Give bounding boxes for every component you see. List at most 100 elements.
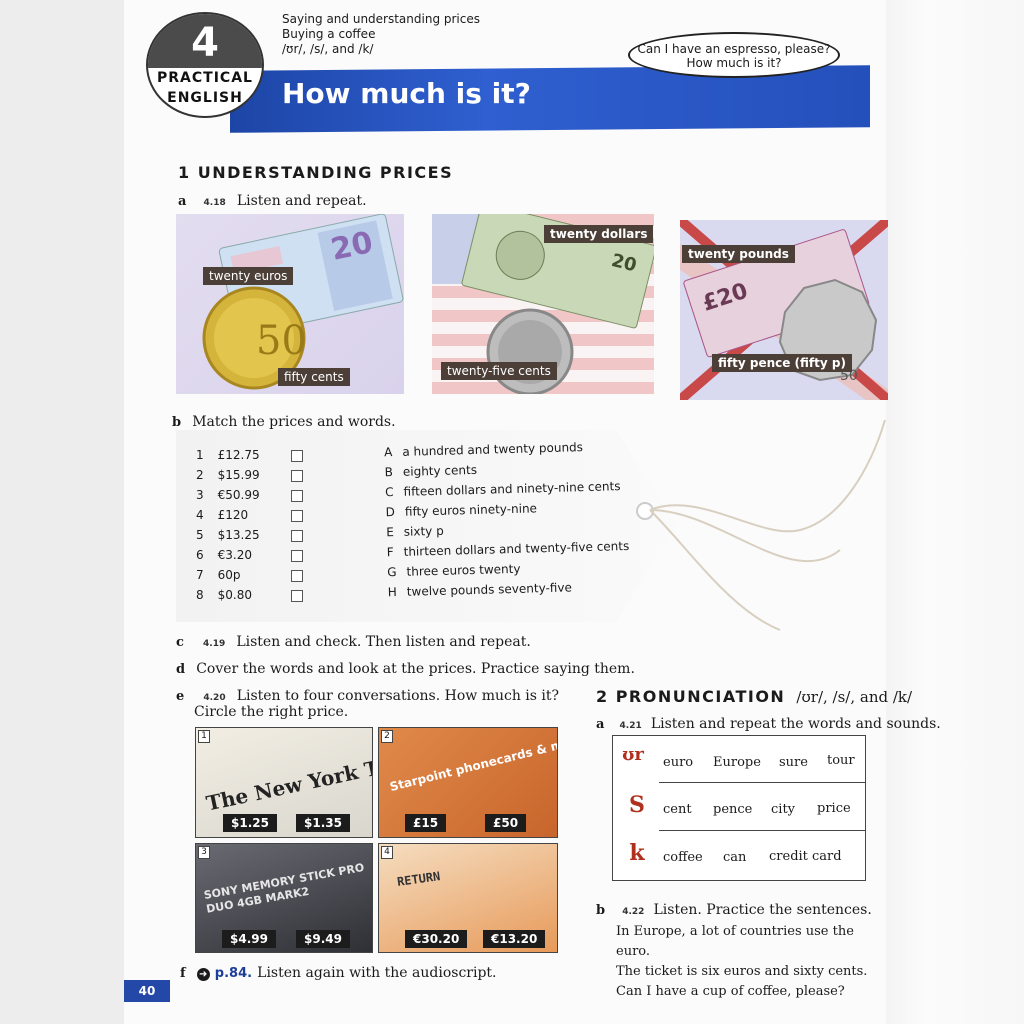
page-gutter (0, 0, 124, 1024)
sound-word: sure (779, 755, 808, 770)
label-twenty-dollars: twenty dollars (544, 225, 654, 243)
price-value: £120 (217, 508, 249, 522)
price-number: 5 (196, 528, 204, 542)
exercise-letter: a (596, 717, 605, 732)
svg-text:50: 50 (256, 318, 307, 364)
instruction: Match the prices and words. (192, 414, 396, 430)
exercise-2b: b 4.22 Listen. Practice the sentences. (596, 899, 872, 918)
sound-word: Europe (713, 755, 761, 770)
exercise-1e: e 4.20 Listen to four conversations. How… (176, 685, 559, 704)
audio-track-icon[interactable]: 4.19 (203, 639, 226, 649)
sentence: In Europe, a lot of countries use the eu… (616, 924, 854, 959)
arrow-right-icon: ➜ (196, 968, 210, 981)
answer-checkbox[interactable] (291, 450, 303, 462)
audio-track-icon[interactable]: 4.18 (203, 198, 226, 208)
unit-number: 4 (191, 20, 219, 66)
instruction: Listen and repeat. (236, 193, 367, 209)
bubble-line-2: How much is it? (686, 56, 782, 70)
price-number: 8 (196, 588, 204, 602)
answer-checkbox[interactable] (291, 550, 303, 562)
exercise-1d: d Cover the words and look at the prices… (176, 658, 635, 677)
exercise-1b: b Match the prices and words. (172, 411, 396, 430)
exercise-1c: c 4.19 Listen and check. Then listen and… (176, 631, 531, 650)
audio-track-icon[interactable]: 4.20 (203, 693, 226, 703)
exercise-letter: b (596, 903, 606, 918)
sound-word: pence (713, 802, 753, 817)
price-option[interactable]: €13.20 (483, 930, 546, 948)
answer-checkbox[interactable] (291, 590, 303, 602)
exercise-2a: a 4.21 Listen and repeat the words and s… (596, 713, 941, 732)
page-link[interactable]: p.84. (214, 966, 253, 981)
euro-note-coin-illustration: 20 50 (202, 213, 404, 390)
sound-word: euro (663, 755, 694, 770)
word-letter: C (384, 485, 394, 500)
answer-checkbox[interactable] (291, 470, 303, 482)
unit-badge: 4 PRACTICAL ENGLISH (146, 12, 264, 118)
word-letter: G (387, 565, 397, 580)
sound-word: coffee (663, 850, 703, 865)
photo-number: 2 (381, 730, 393, 743)
price-value: $15.99 (217, 468, 260, 482)
price-option[interactable]: $9.49 (296, 930, 350, 948)
page-title: How much is it? (282, 77, 531, 110)
svg-text:20: 20 (328, 225, 376, 268)
word-text: thirteen dollars and twenty-five cents (403, 538, 630, 559)
label-fifty-cents: fifty cents (278, 368, 350, 386)
audio-track-icon[interactable]: 4.22 (622, 907, 645, 917)
instruction: Cover the words and look at the prices. … (196, 661, 635, 677)
unit-label-1: PRACTICAL (157, 70, 253, 86)
price-option[interactable]: £50 (485, 814, 527, 832)
answer-checkbox[interactable] (291, 490, 303, 502)
bubble-line-1: Can I have an espresso, please? (637, 42, 831, 56)
instruction: Listen to four conversations. How much i… (236, 688, 560, 704)
practice-sentences: In Europe, a lot of countries use the eu… (616, 922, 886, 1002)
price-option[interactable]: $1.35 (296, 814, 350, 832)
word-text: sixty p (403, 523, 444, 539)
photo-number: 4 (381, 846, 393, 859)
word-text: eighty cents (402, 462, 478, 479)
answer-checkbox[interactable] (291, 510, 303, 522)
price-value: $0.80 (217, 588, 252, 602)
price-option[interactable]: €30.20 (405, 930, 468, 948)
snake-sound-icon[interactable]: S (629, 792, 645, 818)
price-option[interactable]: $4.99 (222, 930, 276, 948)
exercise-letter: d (176, 662, 186, 677)
speech-bubble: Can I have an espresso, please? How much… (628, 32, 840, 78)
word-letter: B (384, 465, 394, 480)
audio-track-icon[interactable]: 4.21 (619, 721, 642, 731)
price-option[interactable]: $1.25 (223, 814, 277, 832)
exercise-1f: f ➜ p.84. Listen again with the audioscr… (180, 962, 497, 981)
price-number: 4 (196, 508, 204, 522)
sound-word: city (771, 802, 796, 817)
pounds-image: £20 50 twenty pounds fifty pence (fifty … (676, 216, 892, 404)
photo-ticket: RETURN 4 €30.20 €13.20 (378, 843, 558, 953)
instruction: Listen. Practice the sentences. (653, 902, 872, 918)
memory-stick-label: SONY MEMORY STICK PRO DUO 4GB MARK2 (202, 860, 366, 916)
word-text: twelve pounds seventy-five (406, 580, 573, 599)
divider (659, 830, 865, 831)
instruction: Listen again with the audioscript. (257, 965, 497, 981)
pound-note-coin-illustration: £20 50 (676, 216, 892, 404)
photo-number: 1 (198, 730, 210, 743)
price-value: 60p (217, 568, 241, 582)
exercise-letter: a (178, 194, 187, 209)
answer-checkbox[interactable] (291, 570, 303, 582)
instruction-line-2: Circle the right price. (194, 704, 349, 720)
section-2-heading: 2 PRONUNCIATION (596, 687, 786, 706)
photo-newspaper: The New York Times 1 $1.25 $1.35 (195, 727, 373, 838)
photo-phonecard: Starpoint phonecards & more 2 £15 £50 (378, 727, 558, 838)
answer-checkbox[interactable] (291, 530, 303, 542)
sound-word: cent (663, 802, 692, 817)
key-sound-icon[interactable]: k (629, 840, 645, 866)
tourist-sound-icon[interactable]: ʊr (622, 744, 644, 765)
price-value: $13.25 (217, 528, 260, 542)
label-twenty-five-cents: twenty-five cents (441, 362, 557, 380)
page-number: 40 (124, 980, 170, 1002)
section-2-heading-row: 2 PRONUNCIATION /ʊr/, /s/, and /k/ (596, 687, 912, 706)
exercise-1a: a 4.18 Listen and repeat. (178, 190, 367, 209)
price-number: 6 (196, 548, 204, 562)
newspaper-masthead: The New York Times (204, 744, 373, 816)
sound-word: tour (827, 753, 855, 768)
price-option[interactable]: £15 (405, 814, 447, 832)
